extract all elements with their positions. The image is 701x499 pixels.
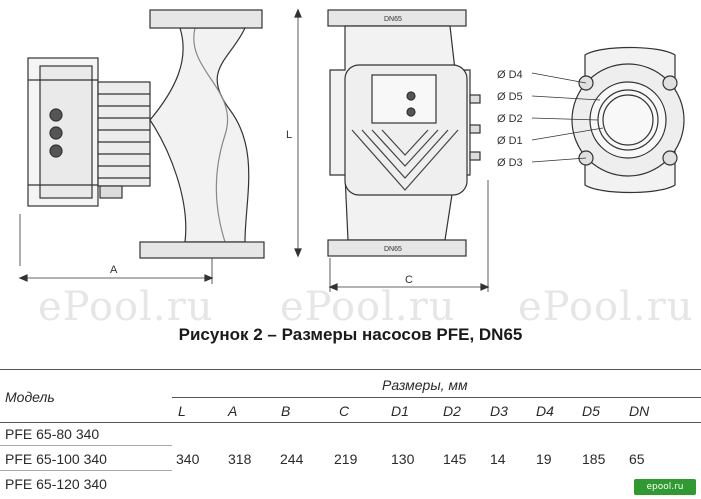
diameter-d2-label: Ø D2 xyxy=(497,113,523,125)
dimension-l-label: L xyxy=(286,129,292,141)
value-l: 340 xyxy=(176,451,200,467)
pump-front-view xyxy=(294,8,490,292)
value-b: 244 xyxy=(280,451,304,467)
flange-label-bottom: DN65 xyxy=(384,246,402,253)
dimension-c-label: C xyxy=(405,274,413,286)
value-a: 318 xyxy=(228,451,252,467)
column-header-dn: DN xyxy=(629,403,650,419)
pump-dimensions-drawing: A DN65 DN65 L C xyxy=(18,8,685,292)
diameter-d4-label: Ø D4 xyxy=(497,69,523,81)
value-c: 219 xyxy=(334,451,358,467)
header-bottom-rule xyxy=(0,422,701,423)
dimension-a-label: A xyxy=(110,264,118,276)
dimensions-table: Модель Размеры, мм L A B C D1 D2 D3 D4 D… xyxy=(0,369,701,499)
row-rule xyxy=(0,445,172,446)
watermark: ePool.ru xyxy=(38,284,214,330)
value-d4: 19 xyxy=(536,451,552,467)
diameter-d3-label: Ø D3 xyxy=(497,157,523,169)
value-d1: 130 xyxy=(391,451,415,467)
column-header-d3: D3 xyxy=(490,403,508,419)
site-logo: epool.ru xyxy=(634,479,696,495)
column-header-l: L xyxy=(178,403,186,419)
dimensions-group-header: Размеры, мм xyxy=(382,377,468,393)
value-d5: 185 xyxy=(582,451,606,467)
column-header-d4: D4 xyxy=(536,403,554,419)
model-header: Модель xyxy=(5,389,55,405)
flange-label-top: DN65 xyxy=(384,16,402,23)
model-row-1: PFE 65-80 340 xyxy=(5,426,100,442)
column-header-d2: D2 xyxy=(443,403,461,419)
column-header-c: C xyxy=(339,403,350,419)
model-row-3: PFE 65-120 340 xyxy=(5,476,107,492)
value-dn: 65 xyxy=(629,451,645,467)
watermark: ePool.ru xyxy=(280,284,456,330)
pump-flange-view xyxy=(531,46,685,194)
value-d2: 145 xyxy=(443,451,467,467)
group-header-rule xyxy=(172,397,701,398)
column-header-b: B xyxy=(281,403,291,419)
watermark: ePool.ru xyxy=(518,284,694,330)
row-rule xyxy=(0,470,172,471)
column-header-a: A xyxy=(228,403,238,419)
diameter-d5-label: Ø D5 xyxy=(497,91,523,103)
figure-caption: Рисунок 2 – Размеры насосов PFE, DN65 xyxy=(178,325,523,344)
model-row-2: PFE 65-100 340 xyxy=(5,451,107,467)
diameter-d1-label: Ø D1 xyxy=(497,135,523,147)
value-d3: 14 xyxy=(490,451,506,467)
column-header-d5: D5 xyxy=(582,403,600,419)
table-top-rule xyxy=(0,369,701,370)
pump-side-view xyxy=(18,9,265,284)
column-header-d1: D1 xyxy=(391,403,409,419)
